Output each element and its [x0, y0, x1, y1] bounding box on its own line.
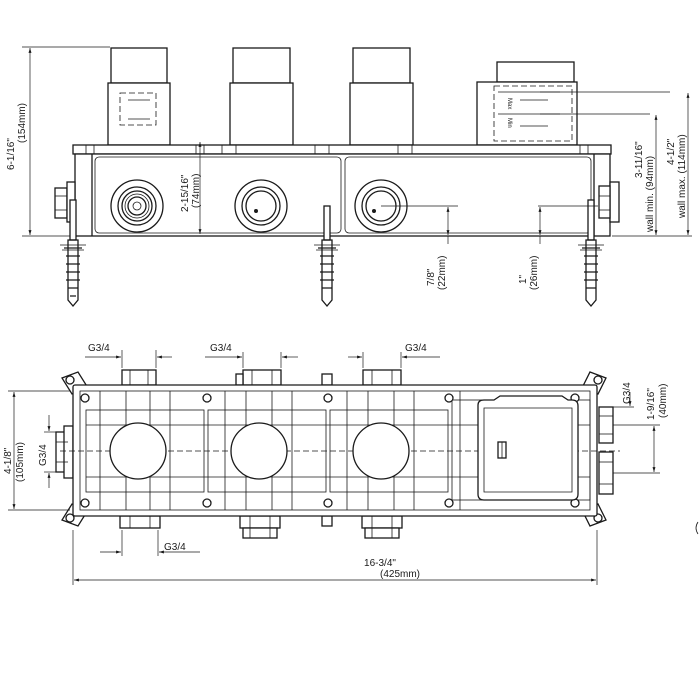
fitting-bottom-2: [239, 515, 281, 539]
thread-bottom-label: G3/4: [164, 542, 186, 553]
valve-disc-3: [352, 422, 410, 480]
cartridge-2: [229, 47, 294, 146]
fitting-right-1: [598, 406, 614, 444]
thermostat-cartridge: Max Min: [476, 61, 578, 146]
fitting-right-2: [598, 451, 614, 495]
spacing-label: 1-9/16": [646, 388, 657, 420]
thread-right-label: G3/4: [622, 382, 633, 404]
plan-height-mm-label: (105mm): [15, 442, 26, 482]
thread-top-2-label: G3/4: [210, 343, 232, 354]
port-1: [110, 179, 164, 233]
width-label: 16-3/4": [364, 558, 396, 569]
depth-label: 2-15/16": [180, 174, 191, 212]
wall-max-mm-label: wall max. (114mm): [677, 134, 688, 219]
cartridge-1: [107, 47, 171, 146]
wall-min-label: 3-11/16": [634, 141, 645, 178]
height-total-label: 6-1/16": [6, 138, 17, 170]
screw-holes: [80, 393, 580, 508]
wall-max-label: 4-1/2": [666, 138, 677, 165]
anchor-right: [578, 199, 604, 308]
min-label: Min: [506, 118, 512, 128]
thread-top-1-label: G3/4: [88, 343, 110, 354]
max-label: Max: [506, 98, 512, 109]
spacing-mm-label: (40mm): [658, 384, 669, 418]
offset-b-mm-label: (26mm): [529, 256, 540, 290]
mounting-flange: [72, 144, 612, 155]
elevation-view: Max Min: [6, 46, 692, 308]
height-total-mm-label: (154mm): [17, 103, 28, 143]
plan-height-label: 4-1/8": [3, 447, 14, 474]
fitting-top-3: [362, 369, 402, 386]
plan-view: G3/4 G3/4 G3/4 G3/4 4-1/8" (105mm) G3/4: [3, 343, 669, 585]
offset-a-label: 7/8": [426, 268, 437, 286]
valve-disc-2: [230, 422, 288, 480]
right-port: [598, 181, 620, 223]
valve-disc-1: [109, 422, 167, 480]
anchor-center: [314, 205, 340, 308]
fitting-bottom-3: [361, 515, 403, 539]
thread-top-3-label: G3/4: [405, 343, 427, 354]
width-mm-label: (425mm): [380, 569, 420, 580]
thread-left-label: G3/4: [38, 444, 49, 466]
cartridge-3: [349, 47, 414, 146]
fitting-left: [55, 425, 74, 479]
fitting-top-1: [121, 369, 157, 386]
depth-mm-label: (74mm): [191, 174, 202, 208]
port-2: [234, 179, 288, 233]
anchor-left: [60, 199, 86, 308]
offset-a-mm-label: (22mm): [437, 256, 448, 290]
offset-b-label: 1": [518, 274, 529, 284]
fitting-top-2: [235, 369, 282, 386]
edge-fragment: [695, 521, 699, 535]
wall-min-mm-label: wall min. (94mm): [645, 156, 656, 233]
thermostat-block: [477, 395, 579, 501]
fitting-bottom-1: [119, 515, 161, 529]
valve-body: [74, 153, 611, 237]
